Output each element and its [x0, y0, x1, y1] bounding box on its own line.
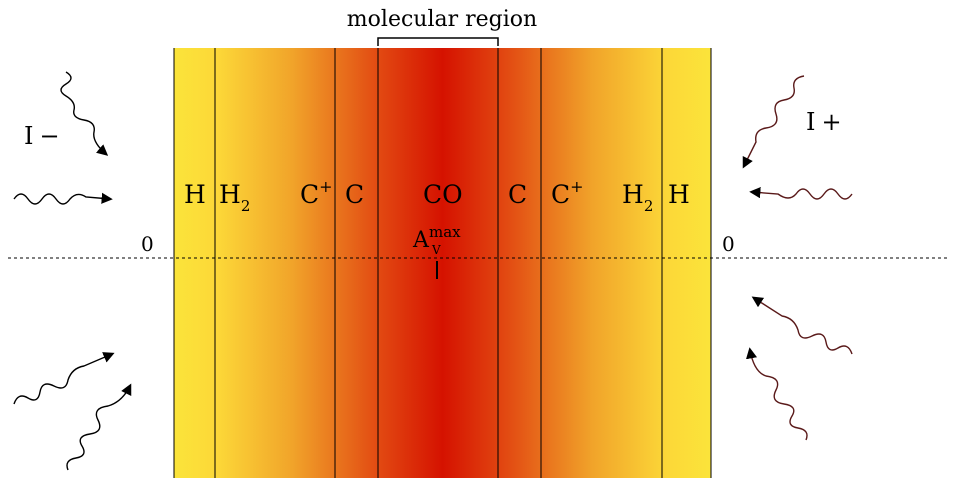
photon-arrow-icon	[13, 192, 113, 205]
photon-arrow-icon	[60, 71, 109, 156]
zone-label-c-left: C	[345, 180, 364, 209]
molecular-region-label: molecular region	[347, 7, 537, 32]
av-max-sup: max	[429, 223, 461, 241]
photons-left	[13, 71, 132, 471]
zone-label-cplus-right: C+	[551, 177, 584, 209]
zone-label-h-left: H	[184, 180, 206, 209]
photon-arrow-icon	[751, 296, 853, 355]
radiation-label-right: I+	[806, 108, 842, 136]
zone-label-c-right: C	[508, 180, 527, 209]
av-max-base: A	[412, 228, 430, 253]
photon-arrow-icon	[742, 75, 805, 169]
zone-boundaries	[173, 48, 712, 478]
zone-labels: H H2 C+ C CO C C+ H2 H	[184, 177, 690, 215]
zone-label-h2-left: H2	[219, 180, 250, 215]
av-max-sub: V	[431, 243, 441, 257]
edge-label-right: 0	[722, 232, 735, 256]
zone-label-h-right: H	[668, 180, 690, 209]
photons-right	[742, 75, 853, 441]
zone-label-cplus-left: C+	[300, 177, 333, 209]
photon-arrow-icon	[745, 347, 808, 441]
zone-label-co: CO	[423, 180, 463, 209]
radiation-label-left: I−	[24, 122, 60, 150]
photon-arrow-icon	[66, 383, 132, 471]
edge-label-left: 0	[141, 232, 154, 256]
molecular-region-bracket	[377, 37, 499, 46]
photon-arrow-icon	[749, 187, 853, 200]
zone-label-h2-right: H2	[622, 180, 653, 215]
photon-arrow-icon	[13, 352, 115, 405]
av-max-marker: A max V	[412, 223, 461, 279]
cloud-slab	[174, 48, 711, 478]
